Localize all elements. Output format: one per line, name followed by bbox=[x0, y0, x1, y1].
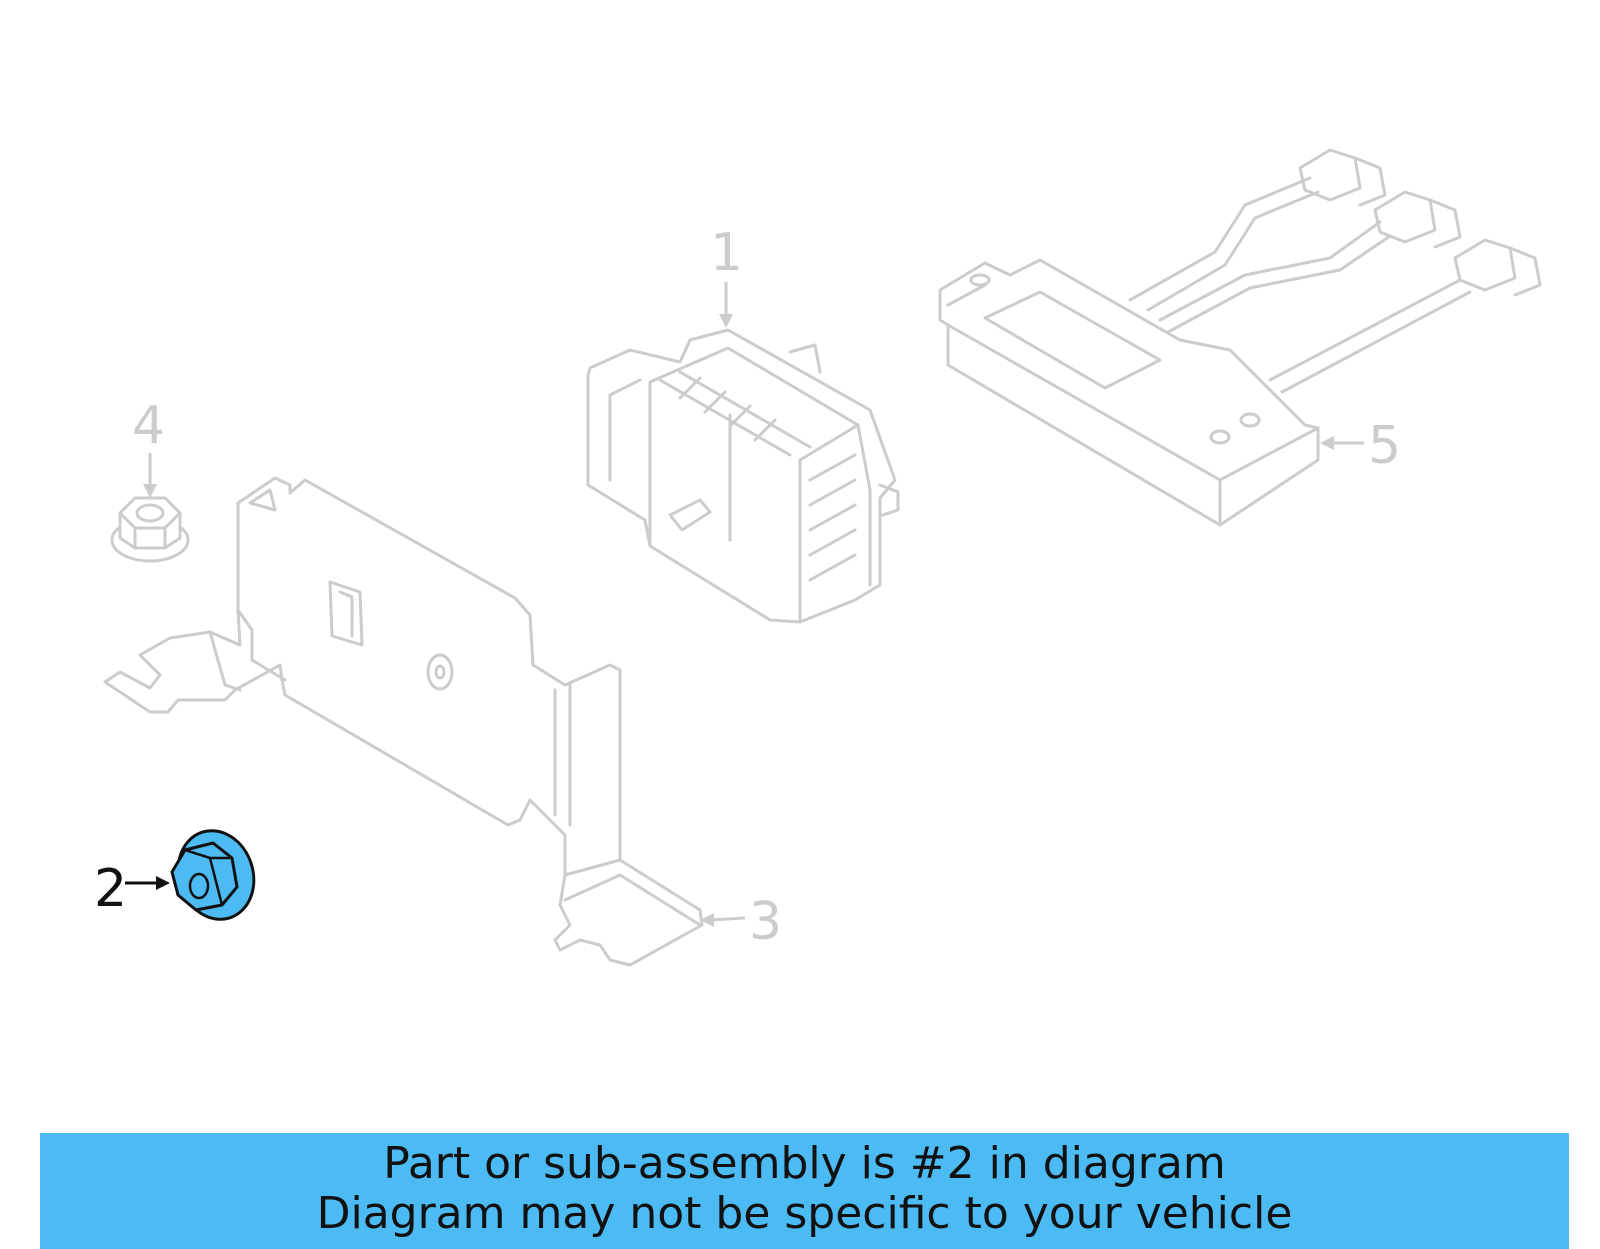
callout-arrows bbox=[125, 282, 1364, 927]
callout-1: 1 bbox=[710, 223, 743, 283]
callout-5: 5 bbox=[1368, 416, 1401, 476]
callout-2: 2 bbox=[94, 859, 127, 919]
part-5-module-drawing bbox=[938, 148, 1542, 527]
callout-4: 4 bbox=[132, 396, 165, 456]
part-1-module-drawing bbox=[586, 328, 900, 624]
callout-3: 3 bbox=[749, 892, 782, 952]
info-banner: Part or sub-assembly is #2 in diagram Di… bbox=[40, 1133, 1569, 1249]
part-3-bracket-drawing bbox=[103, 476, 704, 967]
banner-line-part-number: Part or sub-assembly is #2 in diagram bbox=[383, 1138, 1226, 1189]
part-4-nut-drawing bbox=[110, 496, 190, 563]
part-2-nut-highlighted[interactable] bbox=[167, 821, 265, 929]
banner-line-disclaimer: Diagram may not be specific to your vehi… bbox=[316, 1188, 1293, 1239]
